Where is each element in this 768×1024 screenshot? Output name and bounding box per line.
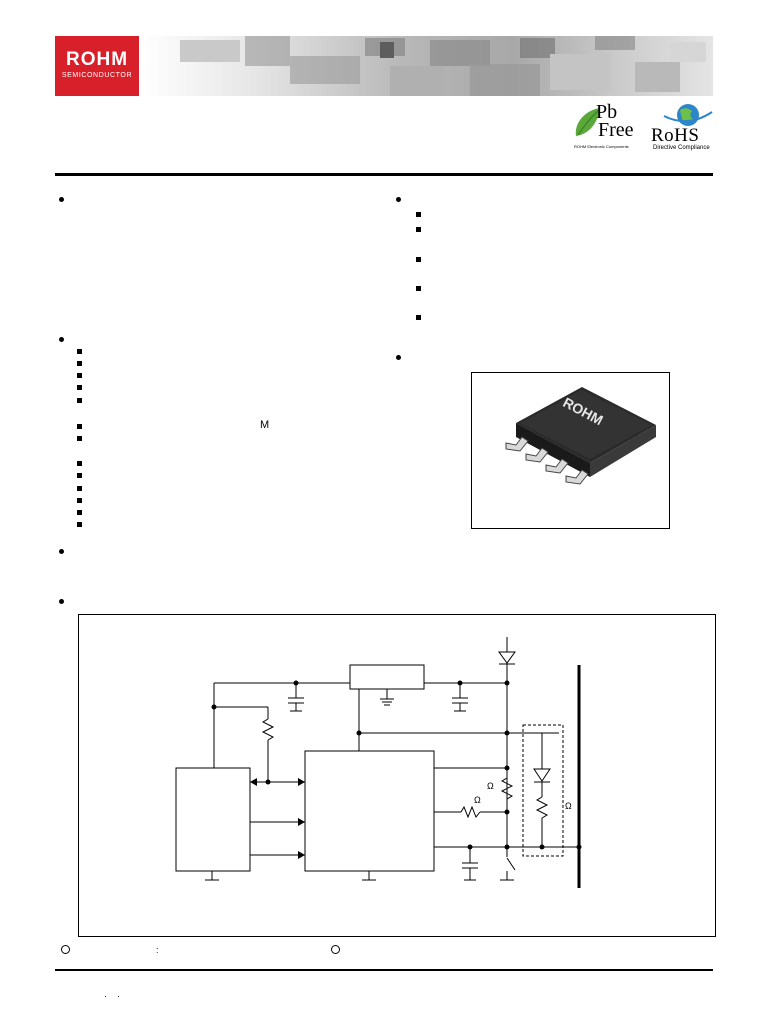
list-marker: [77, 461, 82, 466]
list-marker: [77, 424, 82, 429]
rohs-badge: RoHS Directive Compliance: [650, 102, 716, 152]
package-image-frame: ROHM: [471, 372, 670, 529]
list-marker: [77, 498, 82, 503]
note-separator: :: [156, 945, 159, 955]
list-marker: [77, 385, 82, 390]
application-circuit-diagram: Ω Ω Ω: [175, 637, 582, 888]
list-marker: [416, 257, 421, 262]
list-marker: [416, 227, 421, 232]
header-rule: [55, 173, 713, 176]
list-marker: [77, 436, 82, 441]
note-marker: [61, 945, 70, 954]
pb-text: Pb: [596, 101, 618, 123]
section-bullet: [396, 355, 401, 360]
free-text: Free: [598, 119, 634, 141]
section-bullet: [396, 197, 401, 202]
stray-m-label: M: [260, 419, 270, 431]
list-marker: [77, 486, 82, 491]
ohm-label: Ω: [487, 781, 494, 791]
ohm-label: Ω: [565, 801, 572, 811]
list-marker: [77, 373, 82, 378]
globe-icon: [663, 104, 713, 126]
list-marker: [77, 510, 82, 515]
header-banner: [140, 36, 713, 96]
list-marker: [77, 349, 82, 354]
rohs-title: RoHS: [651, 125, 700, 146]
logo-text: ROHM: [65, 49, 129, 70]
list-marker: [77, 473, 82, 478]
section-bullet: [59, 549, 64, 554]
section-bullet: [59, 197, 64, 202]
pbfree-caption: ROHM Electronic Components: [574, 144, 629, 149]
list-marker: [416, 315, 421, 320]
list-marker: [416, 212, 421, 217]
footer-marks: · ·: [104, 991, 120, 1001]
rohm-logo: ROHM SEMICONDUCTOR: [55, 36, 139, 96]
list-marker: [77, 522, 82, 527]
ohm-label: Ω: [474, 795, 481, 805]
section-bullet: [59, 599, 64, 604]
rohs-caption: Directive Compliance: [653, 145, 710, 151]
application-circuit-frame: Ω Ω Ω: [78, 614, 716, 937]
pb-free-badge: Pb Free ROHM Electronic Components: [572, 102, 644, 152]
ic-package-image: ROHM: [505, 387, 656, 485]
list-marker: [77, 398, 82, 403]
leaf-icon: [575, 108, 600, 136]
section-bullet: [59, 337, 64, 342]
list-marker: [77, 361, 82, 366]
list-marker: [416, 286, 421, 291]
footer-rule: [55, 969, 713, 971]
note-marker: [331, 945, 340, 954]
logo-subtext: SEMICONDUCTOR: [61, 72, 133, 79]
